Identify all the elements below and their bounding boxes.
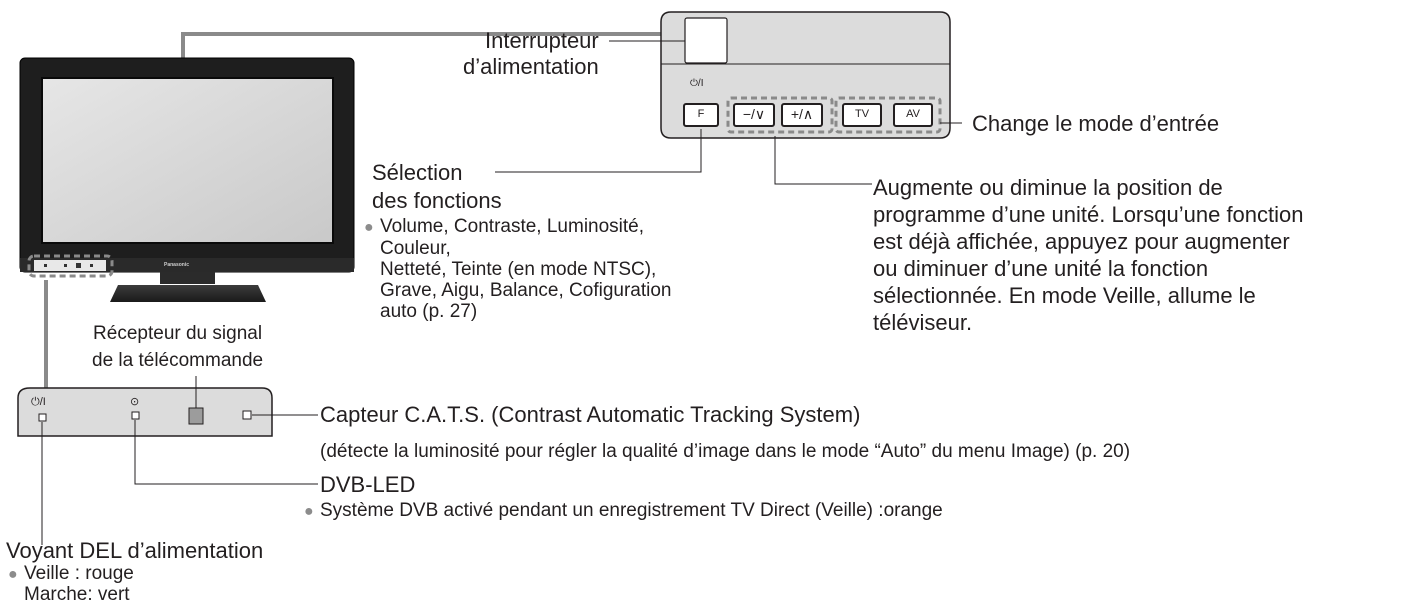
tv-stand-neck xyxy=(160,272,215,284)
function-list: ●Volume, Contraste, Luminosité, Couleur,… xyxy=(364,216,672,322)
function-select-line2: des fonctions xyxy=(372,187,502,213)
volume-up-button-label[interactable]: +/∧ xyxy=(790,106,814,122)
volume-down-button-label[interactable]: −/∨ xyxy=(742,106,766,122)
up-down-line: est déjà affichée, appuyez pour augmente… xyxy=(873,229,1290,254)
up-down-line: programme d’une unité. Lorsqu’une foncti… xyxy=(873,202,1304,227)
function-list-item: auto (p. 27) xyxy=(380,301,478,322)
function-select-line1: Sélection xyxy=(372,160,463,185)
dvb-leader xyxy=(134,420,318,485)
dvb-description-text: Système DVB activé pendant un enregistre… xyxy=(320,500,943,521)
power-led-title: Voyant DEL d’alimentation xyxy=(6,538,264,563)
power-led-states: ●Veille : rouge Marche: vert xyxy=(8,564,134,605)
function-list-item: Couleur, xyxy=(380,238,451,259)
power-switch-label: Interrupteur d’alimentation xyxy=(463,28,599,79)
cats-description: (détecte la luminosité pour régler la qu… xyxy=(320,441,1131,462)
power-led xyxy=(38,413,47,422)
power-switch-button xyxy=(684,17,728,64)
bullet-icon: ● xyxy=(364,219,374,236)
av-button-label[interactable]: AV xyxy=(906,108,920,120)
bullet-icon: ● xyxy=(8,566,18,583)
bullet-icon: ● xyxy=(304,503,314,520)
dvb-led xyxy=(131,411,140,420)
power-switch-line1: Interrupteur xyxy=(485,28,599,53)
panel-power-symbol: ⏻/I xyxy=(690,78,704,89)
tv-stand-base xyxy=(110,285,266,302)
lower-control-panel xyxy=(17,387,273,437)
input-mode-label: Change le mode d’entrée xyxy=(972,111,1220,136)
power-led-on: Marche: vert xyxy=(24,584,130,605)
up-down-line: ou diminuer d’une unité la fonction xyxy=(873,256,1209,281)
function-list-item: ●Volume, Contraste, Luminosité, xyxy=(364,216,645,237)
dvb-description: ● Système DVB activé pendant un enregistr… xyxy=(304,500,943,522)
power-led-standby: ●Veille : rouge xyxy=(8,563,134,584)
remote-sensor xyxy=(188,407,204,425)
remote-sensor-label: Récepteur du signal de la télécommande xyxy=(92,320,263,374)
top-control-panel xyxy=(660,11,951,139)
lower-power-symbol: ⏻/I xyxy=(31,396,46,408)
av-button xyxy=(893,103,933,127)
up-down-description: Augmente ou diminue la position de progr… xyxy=(873,174,1304,336)
function-leader xyxy=(495,129,702,173)
tv-brand-logo: Panasonic xyxy=(164,262,190,268)
volume-down-button xyxy=(733,103,775,127)
power-switch-line2: d’alimentation xyxy=(463,53,599,79)
function-button-label[interactable]: F xyxy=(697,108,705,120)
dvb-title: DVB-LED xyxy=(320,472,416,497)
remote-sensor-line2: de la télécommande xyxy=(92,350,264,371)
remote-sensor-line1: Récepteur du signal xyxy=(93,323,263,344)
led-strip-highlight xyxy=(27,254,114,278)
tv-set xyxy=(19,57,355,302)
cats-sensor xyxy=(242,410,252,420)
lower-dvb-symbol: ⊙ xyxy=(130,396,140,408)
tv-button-label[interactable]: TV xyxy=(854,108,870,120)
function-select-label: Sélection des fonctions xyxy=(372,160,502,213)
tv-to-panel-connector xyxy=(181,32,661,58)
up-down-leader xyxy=(774,136,872,185)
up-down-line: sélectionnée. En mode Veille, allume le xyxy=(873,283,1256,308)
cats-title: Capteur C.A.T.S. (Contrast Automatic Tra… xyxy=(320,402,861,427)
up-down-line: téléviseur. xyxy=(873,310,973,335)
volume-up-button xyxy=(781,103,823,127)
function-button xyxy=(683,103,719,127)
up-down-line: Augmente ou diminue la position de xyxy=(873,175,1223,200)
tv-screen xyxy=(41,77,334,244)
tv-button xyxy=(842,103,882,127)
function-list-item: Grave, Aigu, Balance, Cofiguration xyxy=(380,280,672,301)
function-list-item: Netteté, Teinte (en mode NTSC), xyxy=(380,259,657,280)
